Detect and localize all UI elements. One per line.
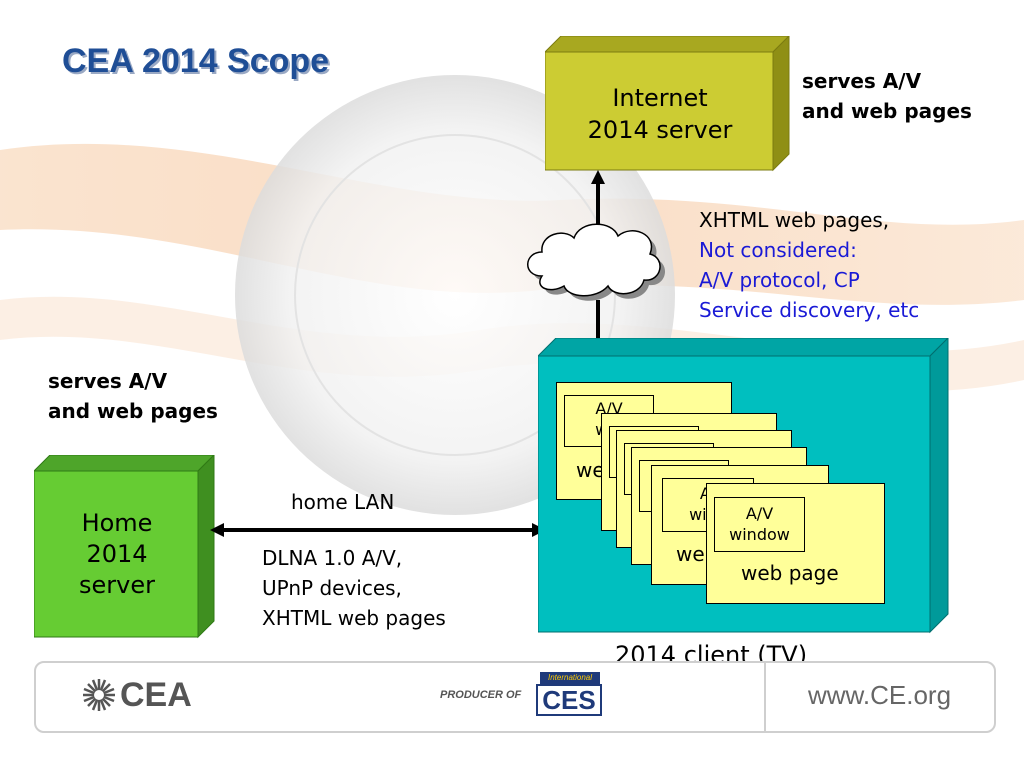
home-note-line2: and web pages bbox=[48, 399, 218, 423]
cea-website-link[interactable]: www.CE.org bbox=[808, 680, 952, 710]
ces-logo: International CES bbox=[532, 672, 606, 718]
cloud-note-line1: XHTML web pages, bbox=[699, 208, 890, 232]
home-lan-label: home LAN bbox=[291, 490, 395, 514]
lan-protocols: DLNA 1.0 A/V, UPnP devices, XHTML web pa… bbox=[262, 543, 446, 633]
home-server-line2: 2014 bbox=[86, 540, 148, 568]
home-server-line1: Home bbox=[81, 509, 153, 537]
internet-note-line1: serves A/V bbox=[802, 69, 922, 93]
cloud-note-line3: A/V protocol, CP bbox=[699, 268, 860, 292]
av-window-front: A/V window bbox=[714, 497, 805, 552]
lan-protocol-line3: XHTML web pages bbox=[262, 606, 446, 630]
cloud-note-line4: Service discovery, etc bbox=[699, 298, 920, 322]
page-title: CEA 2014 Scope bbox=[62, 42, 330, 80]
cea-logo-text: CEA bbox=[120, 676, 192, 714]
internet-server-line1: Internet bbox=[612, 84, 708, 112]
internet-server-line2: 2014 server bbox=[587, 116, 733, 144]
home-note-line1: serves A/V bbox=[48, 369, 168, 393]
home-lan-arrow bbox=[210, 523, 546, 537]
av-window-front-line1: A/V bbox=[745, 504, 774, 523]
home-server-box bbox=[34, 455, 215, 639]
cloud-note-line2: Not considered: bbox=[699, 238, 857, 262]
footer-divider bbox=[764, 663, 766, 731]
home-server-label: Home 2014 server bbox=[36, 508, 198, 601]
internet-note: serves A/V and web pages bbox=[802, 66, 972, 126]
internet-server-box bbox=[545, 36, 790, 172]
cloud-note: XHTML web pages, Not considered: A/V pro… bbox=[699, 205, 919, 325]
home-note: serves A/V and web pages bbox=[48, 366, 218, 426]
lan-protocol-line1: DLNA 1.0 A/V, bbox=[262, 546, 403, 570]
internet-note-line2: and web pages bbox=[802, 99, 972, 123]
lan-protocol-line2: UPnP devices, bbox=[262, 576, 402, 600]
footer-bar bbox=[34, 661, 996, 733]
home-server-line3: server bbox=[79, 571, 155, 599]
web-page-front-label: web page bbox=[741, 561, 839, 585]
web-page-back-label: we bbox=[576, 458, 605, 482]
av-window-front-line2: window bbox=[729, 525, 790, 544]
ces-logo-international: International bbox=[540, 672, 600, 684]
internet-server-label: Internet 2014 server bbox=[547, 82, 773, 146]
web-page-mid-label: we bbox=[676, 542, 705, 566]
cea-starburst-icon bbox=[83, 679, 115, 711]
internet-cloud-icon bbox=[527, 223, 666, 301]
producer-of-label: PRODUCER OF bbox=[440, 689, 522, 701]
ces-logo-text: CES bbox=[536, 684, 602, 716]
